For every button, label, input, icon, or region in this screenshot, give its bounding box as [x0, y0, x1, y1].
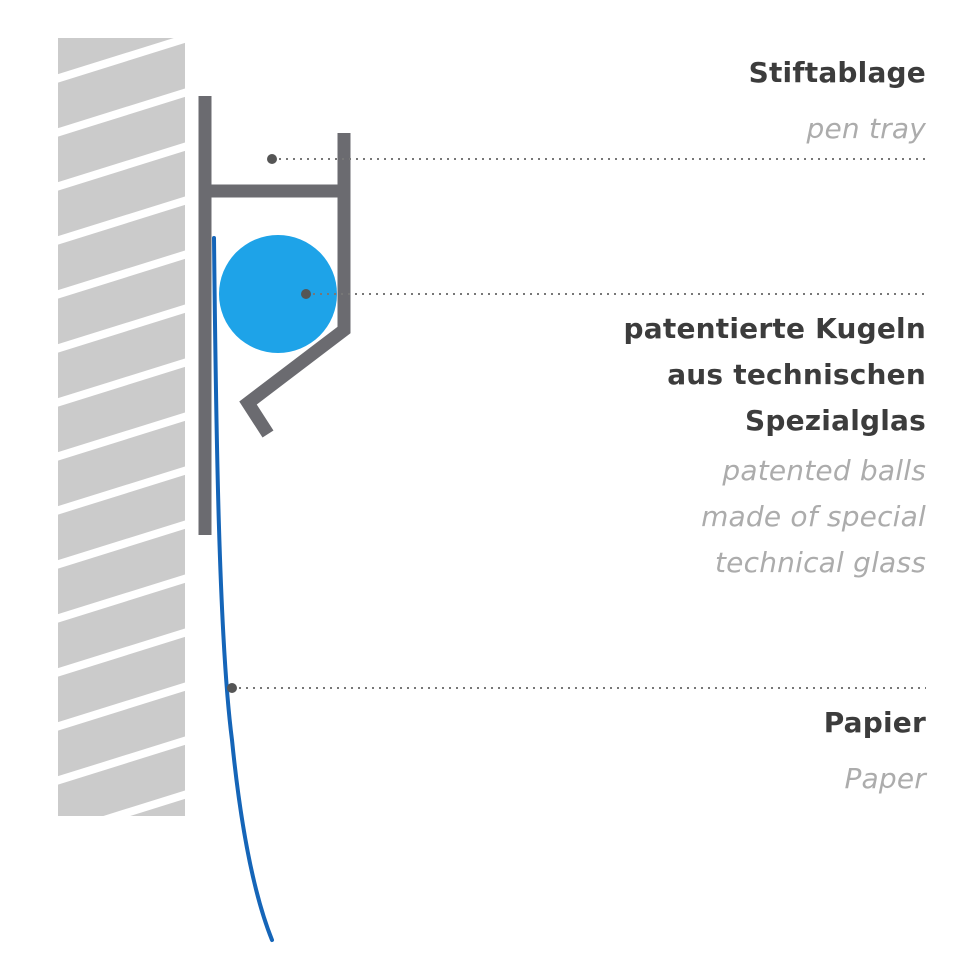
- paper-sheet: [212, 236, 274, 942]
- balls-label-de: patentierte Kugeln aus technischen Spezi…: [624, 306, 926, 444]
- balls-label-en-line-2: made of special: [701, 500, 926, 533]
- wall-stripe: [58, 520, 185, 569]
- pen-tray-label-en: pen tray: [806, 112, 926, 145]
- wall-stripe: [58, 682, 185, 731]
- wall-stripe: [58, 38, 185, 83]
- wall-stripe: [58, 412, 185, 461]
- wall-stripe: [40, 844, 200, 894]
- paper-label-de: Papier: [823, 706, 926, 739]
- pen-tray-label: Stiftablage pen tray: [749, 50, 926, 152]
- wall-stripe: [58, 574, 185, 623]
- paper-label: Papier Paper: [824, 700, 926, 802]
- wall-stripes: [40, 0, 200, 894]
- leader-lines: [227, 154, 926, 693]
- balls-leader-dot: [301, 289, 311, 299]
- tray-front-wall-and-ball-guide: [239, 133, 351, 438]
- wall-hatching: [40, 0, 200, 894]
- wall-stripe: [58, 628, 185, 677]
- balls-label-en: patented balls made of special technical…: [624, 448, 926, 586]
- balls-label-de-line-3: Spezialglas: [745, 404, 926, 437]
- pen-tray-leader-dot: [267, 154, 277, 164]
- paper-label-en: Paper: [844, 762, 926, 795]
- wall-stripe: [58, 358, 185, 407]
- balls-label: patentierte Kugeln aus technischen Spezi…: [624, 306, 926, 586]
- balls-label-en-line-3: technical glass: [715, 546, 926, 579]
- pen-tray-label-de: Stiftablage: [748, 56, 926, 89]
- wall-stripe: [58, 736, 185, 785]
- wall-stripe: [58, 304, 185, 353]
- wall-stripe: [40, 0, 200, 30]
- balls-label-de-line-2: aus technischen: [667, 358, 926, 391]
- wall-stripe: [58, 142, 185, 191]
- glass-ball: [219, 235, 337, 353]
- balls-label-en-line-1: patented balls: [722, 454, 926, 487]
- rail-profile: [198, 96, 351, 535]
- wall-stripe: [58, 88, 185, 137]
- wall-stripe: [58, 250, 185, 299]
- wall-stripe: [58, 466, 185, 515]
- wall-stripe: [58, 196, 185, 245]
- balls-label-de-line-1: patentierte Kugeln: [623, 312, 926, 345]
- paper-leader-dot: [227, 683, 237, 693]
- wall-stripe: [103, 790, 185, 816]
